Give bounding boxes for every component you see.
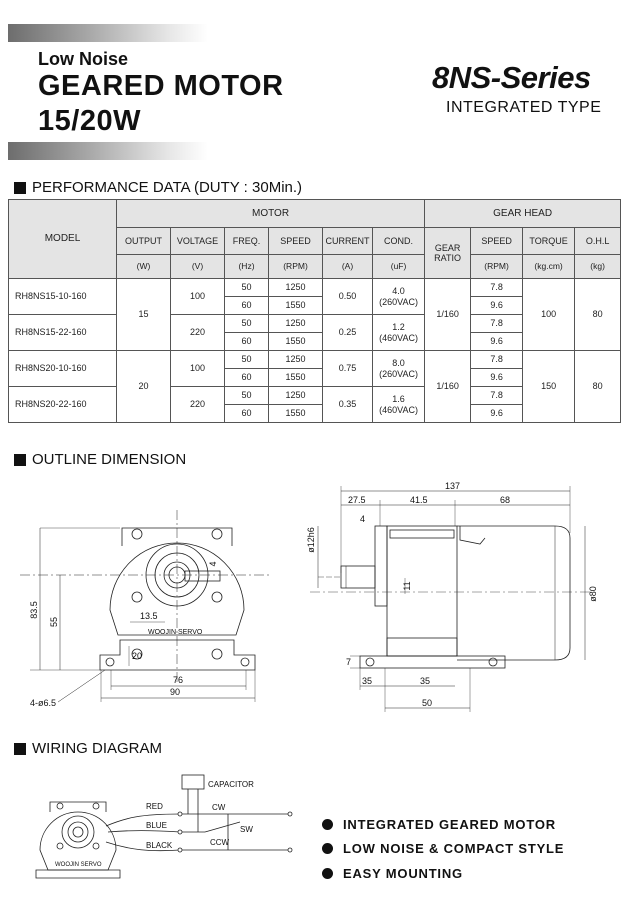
front-dim-90: 90 <box>170 687 180 697</box>
square-bullet-icon <box>14 181 26 194</box>
performance-table: MODEL MOTOR GEAR HEAD OUTPUT VOLTAGE FRE… <box>8 199 622 423</box>
list-item: EASY MOUNTING <box>322 861 564 886</box>
front-dim-83-5: 83.5 <box>29 601 39 619</box>
wiring-red-label: RED <box>146 802 163 811</box>
wiring-section-title: WIRING DIAGRAM <box>14 740 162 757</box>
table-row: RH8NS15-22-160 220 50 1250 0.25 1.2(460V… <box>8 314 621 351</box>
table-row: RH8NS20-22-160 220 50 1250 0.35 1.6(460V… <box>8 386 621 423</box>
bullet-icon <box>322 867 333 879</box>
table-row: 60 1550 9.6 <box>9 404 621 423</box>
side-dim-4: 4 <box>360 514 365 524</box>
col-torque: TORQUE <box>522 227 576 255</box>
side-dim-35b: 35 <box>420 676 430 686</box>
col-gear-speed: SPEED <box>470 227 524 255</box>
table-row: 60 1550 9.6 <box>9 332 621 351</box>
list-item: LOW NOISE & COMPACT STYLE <box>322 837 564 862</box>
col-ohl: O.H.L <box>574 227 622 255</box>
unit-speed: (RPM) <box>268 254 323 279</box>
table-row: RH8NS20-10-160 20 100 50 1250 0.75 8.0(2… <box>8 350 622 423</box>
unit-freq: (Hz) <box>224 254 269 279</box>
wiring-brand: WOOJIN SERVO <box>55 862 102 868</box>
bullet-icon <box>322 818 333 830</box>
side-dim-68: 68 <box>500 495 510 505</box>
col-output: OUTPUT <box>116 227 171 255</box>
front-dim-20: 20 <box>132 651 142 661</box>
bullet-icon <box>322 843 333 855</box>
series-name: 8NS-Series <box>432 60 591 95</box>
wiring-capacitor-label: CAPACITOR <box>208 780 254 789</box>
front-holes: 4-ø6.5 <box>30 698 56 708</box>
unit-cond: (uF) <box>371 254 426 279</box>
col-gear-head: GEAR HEAD <box>424 199 622 228</box>
header-title-line2: 15/20W <box>38 105 141 137</box>
wiring-cw-label: CW <box>212 803 226 812</box>
wiring-diagram: CAPACITOR RED BLUE BLACK CW SW CCW WOOJI… <box>35 774 293 879</box>
bottom-gradient-bar <box>8 142 208 160</box>
side-dim-27-5: 27.5 <box>348 495 366 505</box>
unit-voltage: (V) <box>170 254 225 279</box>
side-view-drawing: 137 27.5 41.5 68 4 ø12h6 11 ø80 7 35 35 … <box>306 481 598 712</box>
side-dim-41-5: 41.5 <box>410 495 428 505</box>
side-dim-shaft: ø12h6 <box>306 527 316 553</box>
col-model: MODEL <box>8 199 117 279</box>
col-gear-ratio: GEAR RATIO <box>424 227 472 279</box>
top-gradient-bar <box>8 24 208 42</box>
side-dim-50: 50 <box>422 698 432 708</box>
col-freq: FREQ. <box>224 227 269 255</box>
list-item: INTEGRATED GEARED MOTOR <box>322 812 564 837</box>
unit-current: (A) <box>322 254 373 279</box>
table-row: RH8NS15-10-160 15 100 50 1250 0.50 4.0(2… <box>8 278 622 351</box>
side-dim-7: 7 <box>346 657 351 667</box>
header-title-line1: GEARED MOTOR <box>38 70 284 102</box>
front-dim-76: 76 <box>173 675 183 685</box>
unit-output: (W) <box>116 254 171 279</box>
side-dim-80: ø80 <box>588 586 598 602</box>
front-brand: WOOJIN SERVO <box>148 629 203 636</box>
square-bullet-icon <box>14 453 26 466</box>
col-speed: SPEED <box>268 227 323 255</box>
front-view-drawing: 83.5 55 13.5 4 WOOJIN SERVO 20 76 90 4-ø… <box>20 510 270 708</box>
unit-torque: (kg.cm) <box>522 254 576 279</box>
wiring-black-label: BLACK <box>146 841 173 850</box>
wiring-sw-label: SW <box>240 825 253 834</box>
side-dim-35a: 35 <box>362 676 372 686</box>
front-dim-13-5: 13.5 <box>140 611 158 621</box>
front-dim-4: 4 <box>208 561 218 566</box>
unit-gear-speed: (RPM) <box>470 254 524 279</box>
side-dim-11: 11 <box>402 581 412 590</box>
integrated-type-label: INTEGRATED TYPE <box>446 99 602 116</box>
col-voltage: VOLTAGE <box>170 227 225 255</box>
performance-section-title: PERFORMANCE DATA (DUTY : 30Min.) <box>14 179 302 196</box>
wiring-ccw-label: CCW <box>210 838 230 847</box>
wiring-blue-label: BLUE <box>146 821 167 830</box>
square-bullet-icon <box>14 742 26 755</box>
col-current: CURRENT <box>322 227 373 255</box>
side-dim-137: 137 <box>445 481 460 491</box>
col-motor: MOTOR <box>115 199 426 228</box>
header-subtitle: Low Noise <box>38 49 129 69</box>
feature-list: INTEGRATED GEARED MOTOR LOW NOISE & COMP… <box>322 812 564 886</box>
outline-section-title: OUTLINE DIMENSION <box>14 451 186 468</box>
col-cond: COND. <box>371 227 426 255</box>
front-dim-55: 55 <box>49 617 59 627</box>
unit-ohl: (kg) <box>574 254 622 279</box>
